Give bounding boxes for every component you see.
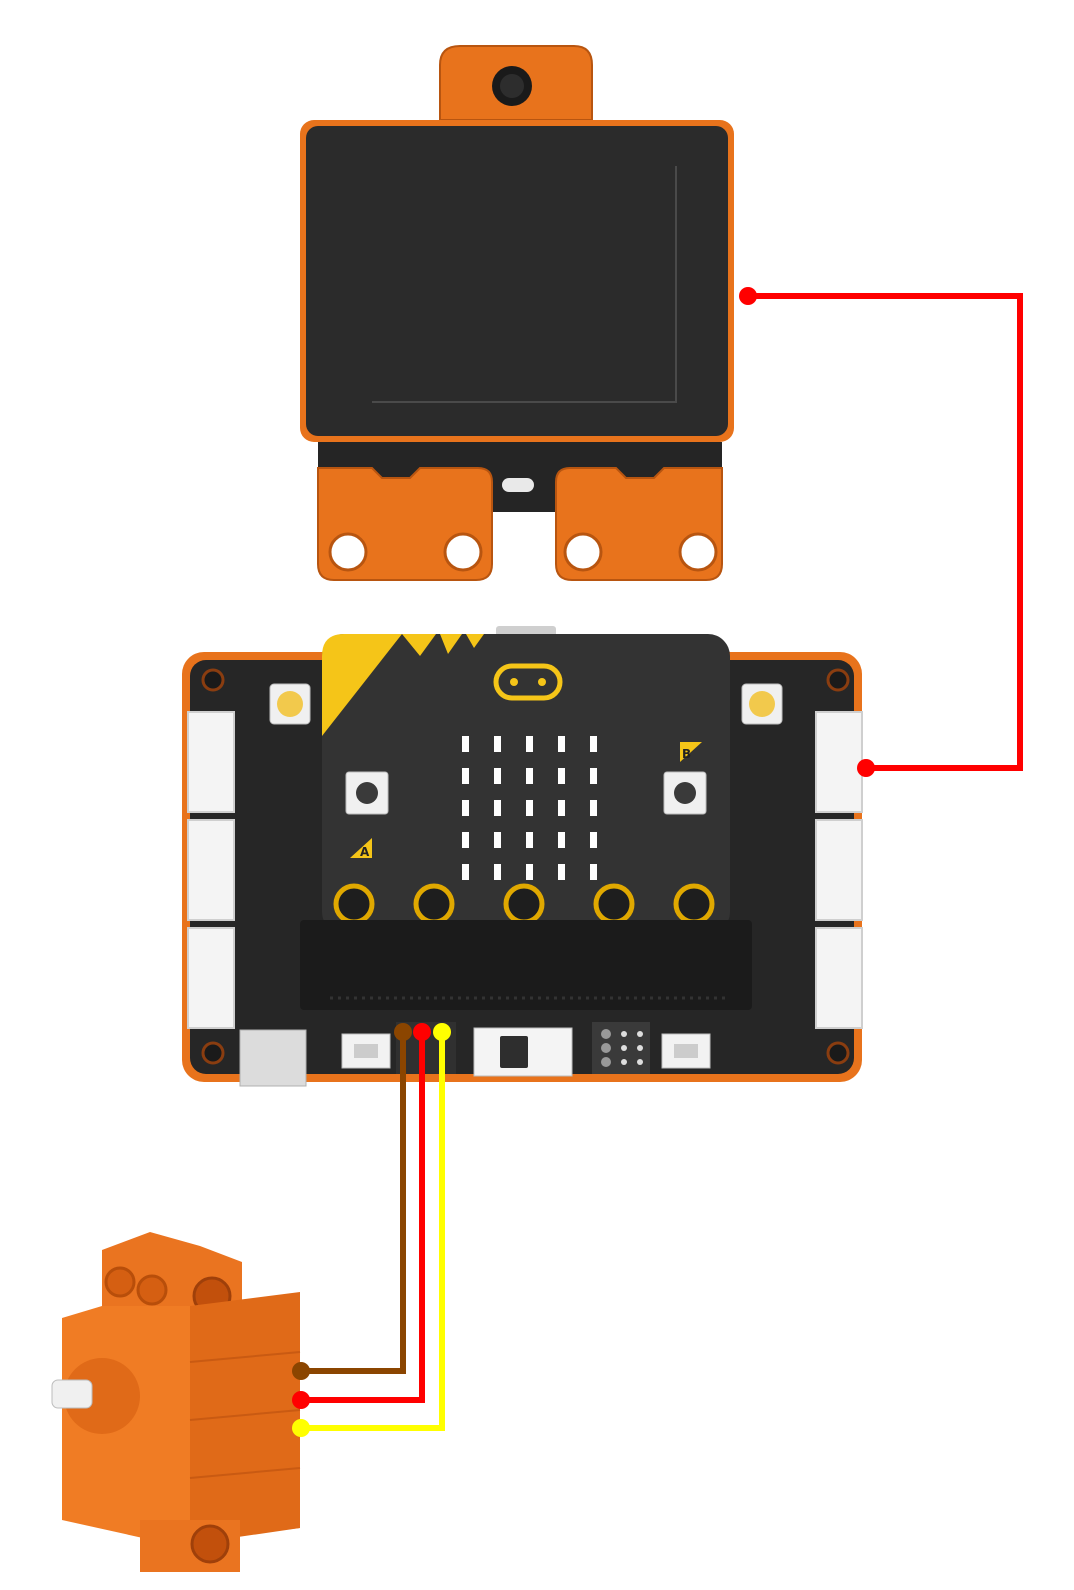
wire-servo-brown: [301, 1032, 406, 1374]
button-a[interactable]: [356, 782, 378, 804]
led: [462, 736, 469, 752]
microbit-yellow-corner: [322, 634, 402, 736]
led: [494, 768, 501, 784]
led: [558, 768, 565, 784]
camera-module: [300, 45, 734, 581]
led: [590, 736, 597, 752]
led: [590, 800, 597, 816]
board-right-button: [749, 691, 775, 717]
led: [526, 768, 533, 784]
wire-camera-to-board: [748, 293, 1023, 771]
usb-port: [239, 1029, 307, 1087]
led: [526, 800, 533, 816]
servo: [51, 1232, 301, 1572]
button-a-label: A: [360, 845, 370, 859]
led: [526, 864, 533, 880]
led: [526, 736, 533, 752]
led: [590, 768, 597, 784]
wire-board-end: [857, 759, 875, 777]
expansion-board: A B: [182, 626, 863, 1087]
edge-connector: [300, 920, 752, 1010]
led: [558, 736, 565, 752]
led: [558, 864, 565, 880]
camera-screen: [306, 126, 728, 436]
led: [526, 832, 533, 848]
led: [590, 832, 597, 848]
button-b[interactable]: [674, 782, 696, 804]
led: [462, 800, 469, 816]
wire-servo-yellow: [301, 1032, 445, 1431]
board-left-button: [277, 691, 303, 717]
wires: [292, 287, 1023, 1437]
wire-servo-red: [301, 1032, 425, 1403]
led: [494, 864, 501, 880]
led: [494, 832, 501, 848]
led: [494, 736, 501, 752]
button-b-label: B: [682, 747, 691, 761]
led: [462, 864, 469, 880]
led-matrix: [462, 736, 597, 880]
led: [494, 800, 501, 816]
led: [558, 832, 565, 848]
left-connectors: [187, 711, 235, 1029]
wire-camera-end: [739, 287, 757, 305]
led: [558, 800, 565, 816]
right-connectors: [815, 711, 863, 1029]
led: [462, 768, 469, 784]
led: [590, 864, 597, 880]
microbit-logo-icon: [493, 663, 563, 701]
microbit: A B: [322, 626, 730, 934]
led: [462, 832, 469, 848]
servo-shaft: [51, 1379, 93, 1409]
